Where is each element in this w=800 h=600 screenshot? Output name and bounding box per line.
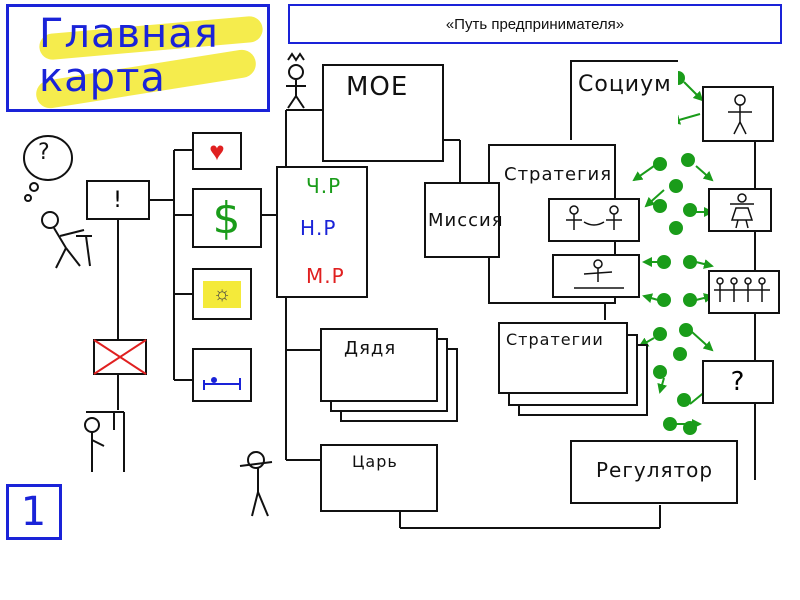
main-map-label: Главная карта — [6, 4, 270, 112]
exclaim-box: ! — [86, 180, 150, 220]
thinking-person-icon — [23, 135, 92, 269]
mission-box: Миссия — [424, 182, 504, 258]
dancer-box — [708, 188, 772, 232]
bed-box — [192, 348, 252, 402]
crossed-box-icon — [93, 339, 147, 375]
worker-icon — [574, 259, 624, 289]
tsar-label: Царь — [352, 452, 398, 471]
question-mark: ? — [38, 140, 51, 165]
walking-person-icon — [239, 451, 273, 517]
worker-box — [552, 254, 640, 298]
regulator-box: Регулятор — [570, 440, 738, 504]
resource-natural: Н.Р — [300, 216, 337, 240]
unknown-box: ? — [702, 360, 774, 404]
heart-icon: ♥ — [209, 135, 225, 166]
main-map-word-1: Главная — [39, 11, 219, 57]
resources-box — [276, 166, 368, 298]
person-icon — [286, 52, 306, 109]
resource-human: Ч.Р — [306, 174, 342, 198]
idea-box: ☼ — [192, 268, 252, 320]
slide-title: «Путь предпринимателя» — [288, 4, 782, 44]
socium-box: Социум — [570, 60, 678, 140]
resource-material: М.Р — [306, 264, 345, 288]
strategy-label: Стратегия — [504, 164, 613, 185]
dyadya-label: Дядя — [344, 338, 397, 359]
dancer-icon — [730, 193, 754, 229]
heart-box: ♥ — [192, 132, 242, 170]
regulator-label: Регулятор — [596, 458, 714, 482]
strategies-box: Стратегии — [498, 322, 628, 394]
bed-icon — [203, 377, 241, 390]
person-icon — [728, 94, 752, 135]
group-box — [548, 198, 640, 242]
strategies-label: Стратегии — [506, 330, 604, 349]
main-map-word-2: карта — [39, 55, 166, 101]
lightbulb-icon: ☼ — [202, 280, 242, 308]
money-box: $ — [192, 188, 262, 248]
hanged-person-icon — [84, 411, 125, 472]
group-people-icon — [566, 205, 622, 230]
mission-label: Миссия — [428, 210, 504, 231]
socium-label: Социум — [578, 72, 672, 97]
tsar-box: Царь — [320, 444, 438, 512]
slide-number: 1 — [6, 484, 62, 540]
dyadya-box: Дядя — [320, 328, 438, 402]
moe-box: МОЕ — [322, 64, 444, 162]
dollar-icon: $ — [212, 192, 242, 244]
crowd-icon — [714, 277, 770, 302]
crowd-box — [708, 270, 780, 314]
moe-label: МОЕ — [346, 72, 409, 102]
person-box — [702, 86, 774, 142]
